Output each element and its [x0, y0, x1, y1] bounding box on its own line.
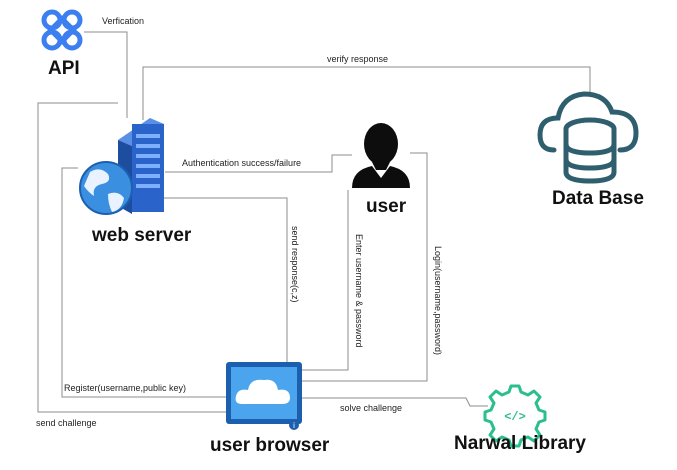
cloud-database-icon: [537, 91, 639, 184]
svg-text:</>: </>: [504, 410, 526, 424]
edge-label-solve-challenge: solve challenge: [340, 403, 403, 413]
connector-verify-response: [142, 66, 591, 120]
connector-enter-credentials: [302, 190, 349, 371]
edge-label-verify-response: verify response: [327, 54, 389, 64]
connector-verification: [84, 31, 128, 118]
svg-text:i: i: [293, 421, 295, 430]
connector-login: [302, 152, 428, 382]
web-server-globe-icon: [79, 118, 164, 215]
connectors: [37, 31, 591, 413]
api-logo-icon: [41, 9, 83, 51]
edge-label-verification: Verfication: [102, 16, 145, 26]
edge-label-login: Login(username,password): [433, 246, 443, 356]
narwal-library-label: Narwal Library: [454, 433, 586, 454]
edge-label-enter-credentials: Enter username & password: [354, 234, 364, 348]
code-gear-icon: </>: [483, 384, 547, 448]
database-label: Data Base: [552, 188, 644, 209]
connector-auth-result: [165, 154, 352, 173]
web-server-label: web server: [92, 225, 192, 246]
user-label: user: [366, 196, 407, 217]
user-browser-label: user browser: [210, 435, 330, 456]
browser-monitor-icon: i: [226, 362, 302, 430]
edge-label-register: Register(username,public key): [64, 383, 187, 393]
user-silhouette-icon: [352, 123, 410, 188]
edge-label-auth-result: Authentication success/failure: [182, 158, 302, 168]
edge-label-send-response: send response(c,z): [290, 226, 300, 303]
connector-register: [61, 167, 226, 398]
connector-send-response: [142, 197, 288, 372]
edge-label-send-challenge: send challenge: [36, 418, 97, 428]
connector-send-challenge: [37, 102, 226, 413]
connector-solve-challenge: [302, 397, 488, 407]
api-label: API: [48, 58, 80, 79]
